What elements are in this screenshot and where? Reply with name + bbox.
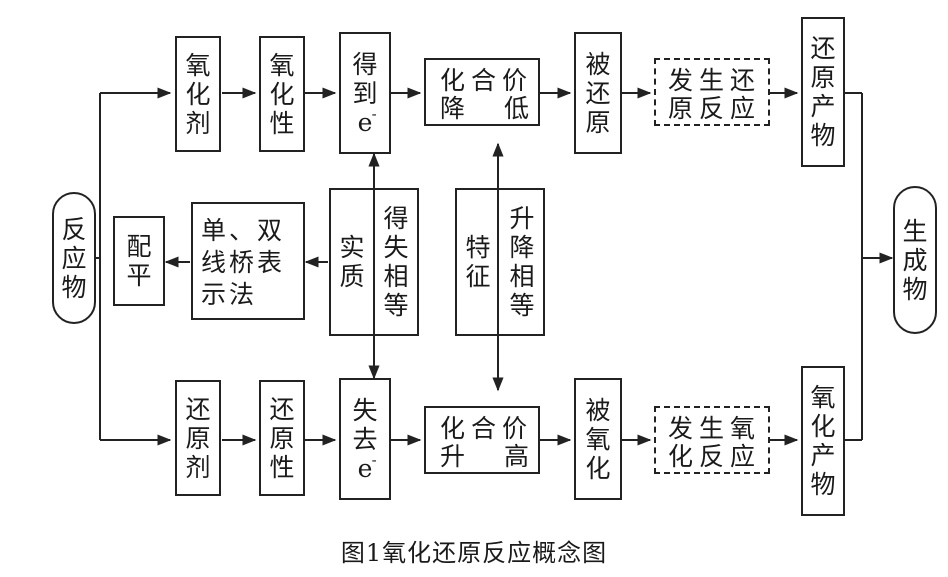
oxidant-node: 氧化剂 bbox=[175, 36, 221, 152]
reductant-label: 还原剂 bbox=[185, 394, 211, 482]
reducing-property-label: 还原性 bbox=[269, 394, 295, 482]
oxidation-reaction-line1: 发生氧 bbox=[668, 414, 762, 443]
essence-value: 得失相等 bbox=[383, 204, 409, 320]
oxidizing-property-label: 氧化性 bbox=[269, 50, 295, 138]
products-node: 生成物 bbox=[893, 186, 937, 334]
products-label: 生成物 bbox=[902, 216, 928, 304]
oxidation-reaction-line2: 化反应 bbox=[668, 442, 762, 471]
lose-electrons-node: 失去 e- bbox=[339, 378, 391, 500]
oxidant-label: 氧化剂 bbox=[185, 50, 211, 138]
essence-box bbox=[329, 188, 419, 336]
reduced-node: 被还原 bbox=[574, 32, 622, 154]
reductant-node: 还原剂 bbox=[175, 380, 221, 496]
feature-value: 升降相等 bbox=[509, 204, 535, 320]
balance-label: 配平 bbox=[126, 232, 152, 290]
oxidation-reaction-node: 发生氧 化反应 bbox=[654, 406, 770, 474]
decrease-char-1: 降 bbox=[440, 94, 466, 123]
reduction-reaction-node: 发生还 原反应 bbox=[654, 58, 770, 126]
reduction-reaction-line2: 原反应 bbox=[668, 94, 762, 123]
electron-symbol: e- bbox=[357, 104, 377, 137]
reduced-label: 被还原 bbox=[585, 49, 611, 137]
oxidized-label: 被氧化 bbox=[585, 395, 611, 483]
reactants-label: 反应物 bbox=[61, 214, 87, 302]
electron-symbol-bottom: e- bbox=[357, 450, 377, 483]
valence-label-top: 化合价 bbox=[440, 66, 534, 95]
valence-increase-node: 化合价 升 高 bbox=[424, 406, 540, 474]
feature-box bbox=[455, 188, 545, 336]
lose-electrons-label: 失去 bbox=[352, 395, 378, 454]
increase-char-1: 升 bbox=[440, 442, 466, 471]
valence-label-bottom: 化合价 bbox=[440, 414, 534, 443]
figure-caption: 图1氧化还原反应概念图 bbox=[340, 539, 608, 567]
bridge-method-line2: 线桥表 bbox=[201, 248, 286, 277]
valence-decrease-node: 化合价 降 低 bbox=[424, 58, 540, 126]
reduction-product-node: 还原产物 bbox=[801, 17, 845, 167]
bridge-method-line3: 示法 bbox=[201, 280, 258, 309]
reducing-property-node: 还原性 bbox=[259, 380, 305, 496]
reduction-product-label: 还原产物 bbox=[810, 34, 836, 150]
oxidation-product-node: 氧化产物 bbox=[801, 366, 845, 516]
oxidizing-property-node: 氧化性 bbox=[259, 36, 305, 152]
bridge-method-node: 单、双 线桥表 示法 bbox=[191, 202, 305, 320]
feature-label: 特征 bbox=[465, 233, 491, 291]
gain-electrons-node: 得到 e- bbox=[339, 32, 391, 154]
oxidized-node: 被氧化 bbox=[574, 378, 622, 500]
balance-node: 配平 bbox=[113, 216, 165, 306]
oxidation-product-label: 氧化产物 bbox=[810, 383, 836, 499]
reactants-node: 反应物 bbox=[52, 192, 96, 324]
gain-electrons-label: 得到 bbox=[352, 49, 378, 108]
essence-label: 实质 bbox=[339, 233, 365, 291]
decrease-char-2: 低 bbox=[504, 94, 530, 123]
reduction-reaction-line1: 发生还 bbox=[668, 66, 762, 95]
bridge-method-line1: 单、双 bbox=[201, 216, 286, 245]
increase-char-2: 高 bbox=[504, 442, 530, 471]
